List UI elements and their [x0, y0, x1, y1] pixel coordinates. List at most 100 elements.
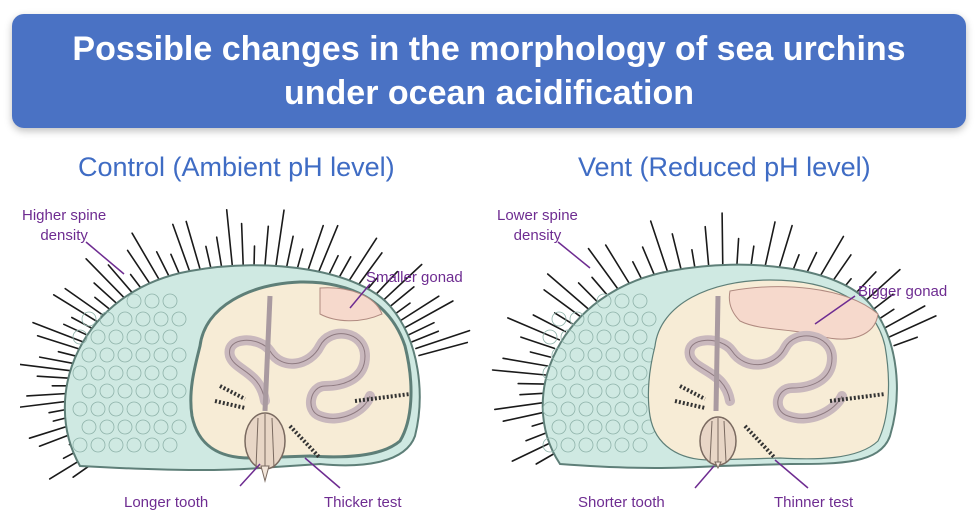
vent-spine: [881, 305, 926, 330]
control-plate: [162, 401, 178, 417]
control-plate: [90, 401, 106, 417]
control-plate: [72, 329, 88, 345]
control-plate: [171, 419, 187, 435]
control-plate: [126, 365, 142, 381]
control-plate: [144, 293, 160, 309]
vent-plate: [542, 365, 558, 381]
control-spine: [402, 300, 454, 330]
control-plate: [135, 419, 151, 435]
control-spine: [172, 223, 192, 276]
control-plate: [126, 401, 142, 417]
control-plate: [72, 437, 88, 453]
control-plate: [72, 365, 88, 381]
control-plate: [171, 311, 187, 327]
vent-plate: [623, 419, 639, 435]
vent-plate: [587, 419, 603, 435]
control-plate: [171, 383, 187, 399]
vent-plate: [560, 329, 576, 345]
control-spine: [305, 224, 325, 276]
control-spine: [52, 294, 102, 325]
vent-plate: [614, 365, 630, 381]
control-plate: [108, 437, 124, 453]
vent-plate: [551, 419, 567, 435]
control-spine: [344, 237, 378, 288]
control-plate: [153, 419, 169, 435]
control-urchin-illustration: [20, 209, 471, 489]
vent-plate: [569, 311, 585, 327]
vent-plate: [542, 401, 558, 417]
vent-plate: [614, 437, 630, 453]
vent-gonad-label: Bigger gonad: [858, 283, 948, 300]
control-plate: [99, 419, 115, 435]
vent-plate: [569, 419, 585, 435]
control-spine: [32, 321, 88, 345]
control-plate: [144, 401, 160, 417]
vent-plate: [632, 293, 648, 309]
vent-plate: [578, 437, 594, 453]
vent-plate: [551, 311, 567, 327]
control-spine: [64, 287, 108, 319]
vent-plate: [569, 347, 585, 363]
vent-plate: [632, 437, 648, 453]
vent-plate: [605, 347, 621, 363]
control-plate: [108, 365, 124, 381]
vent-plate: [623, 311, 639, 327]
control-plate: [162, 293, 178, 309]
control-gonad: [319, 287, 383, 322]
vent-aristotles-lantern: [699, 416, 737, 470]
vent-plate: [551, 347, 567, 363]
control-spine: [418, 341, 469, 357]
vent-urchin-illustration: [491, 212, 937, 489]
vent-spine: [494, 401, 548, 411]
vent-spine-leader: [557, 241, 591, 269]
control-plate: [81, 419, 97, 435]
control-spine: [20, 363, 78, 373]
control-spine: [85, 257, 129, 303]
vent-plate: [605, 311, 621, 327]
vent-plate: [587, 347, 603, 363]
vent-spine: [763, 221, 776, 272]
control-spine: [107, 264, 137, 298]
control-plate: [135, 347, 151, 363]
control-gut-outline: [229, 333, 371, 419]
vent-spine-label-line1: Lower spine: [497, 207, 578, 224]
vent-plate: [596, 365, 612, 381]
vent-spine: [502, 410, 550, 422]
vent-plate: [560, 401, 576, 417]
control-spine: [185, 220, 202, 274]
vent-spine: [506, 317, 561, 341]
vent-plate: [614, 401, 630, 417]
control-spine: [38, 356, 79, 366]
vent-spines: [491, 212, 937, 465]
control-plate: [153, 347, 169, 363]
control-test-label: Thicker test: [324, 494, 402, 511]
vent-plate: [632, 401, 648, 417]
vent-spine: [587, 247, 620, 292]
control-plate: [108, 401, 124, 417]
vent-plate: [614, 329, 630, 345]
vent-spine: [649, 220, 670, 275]
control-ambulacral-bands: [214, 384, 411, 460]
vent-spine: [517, 382, 546, 385]
vent-tooth: [714, 461, 722, 470]
control-spine: [376, 263, 423, 307]
vent-spine: [553, 312, 573, 325]
vent-plate: [560, 365, 576, 381]
control-tooth: [260, 465, 270, 483]
title-line-1: Possible changes in the morphology of se…: [72, 30, 906, 68]
control-plate: [144, 329, 160, 345]
control-plate: [90, 329, 106, 345]
vent-plate: [596, 437, 612, 453]
vent-spine: [529, 351, 552, 358]
vent-plate: [596, 401, 612, 417]
control-spine: [407, 321, 435, 336]
control-plate: [117, 311, 133, 327]
vent-spine-label: Lower spine density: [497, 206, 578, 246]
vent-spine: [721, 212, 724, 269]
vent-spine: [519, 392, 547, 396]
vent-test-leader: [774, 459, 809, 489]
control-spine: [315, 224, 339, 278]
control-plate: [99, 311, 115, 327]
control-aristotles-lantern: [244, 412, 286, 483]
control-plate: [153, 383, 169, 399]
